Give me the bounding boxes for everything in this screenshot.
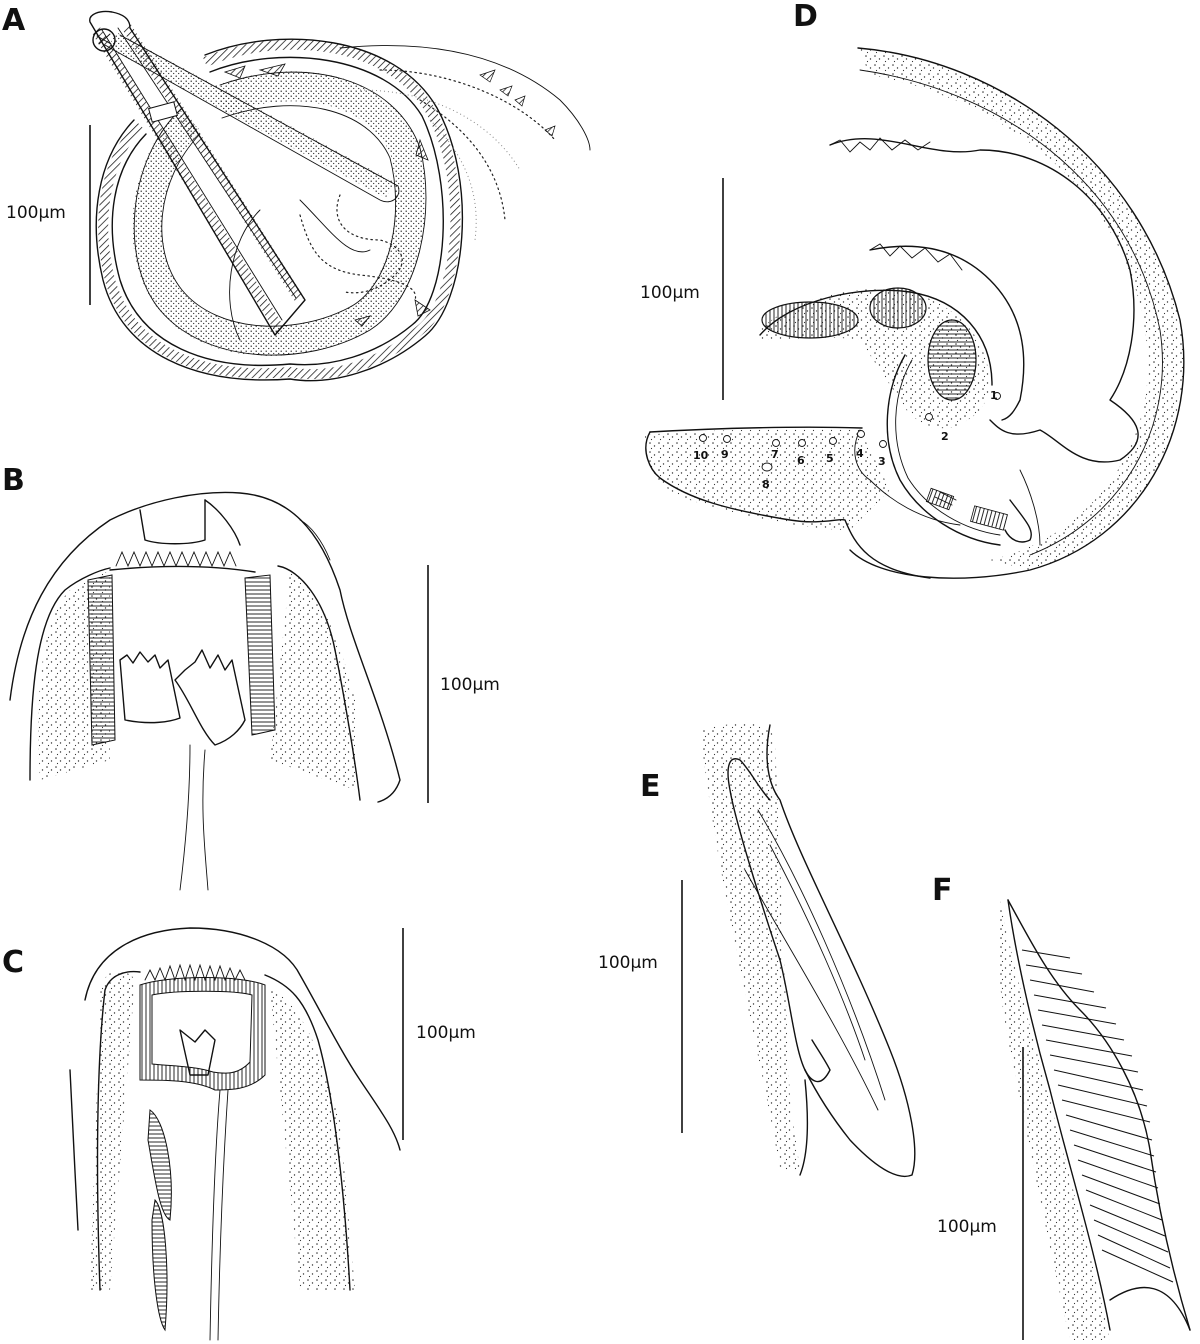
scale-label-b: 100μm [440, 675, 500, 695]
papilla-number: 8 [762, 478, 770, 491]
papilla-number: 1 [990, 389, 998, 402]
head-lateral-view [69, 927, 401, 1341]
worm-posterior-tail [339, 45, 591, 241]
scale-label-a: 100μm [6, 203, 66, 223]
panel-a: A 100μm [2, 3, 591, 382]
panel-letter-e: E [640, 769, 661, 804]
worm-coiled-body [95, 38, 464, 382]
scale-label-d: 100μm [640, 283, 700, 303]
panel-letter-b: B [2, 463, 25, 498]
papilla-number: 3 [878, 455, 886, 468]
spicule-tip [700, 723, 916, 1177]
papilla-number: 4 [856, 447, 864, 460]
panel-letter-c: C [2, 945, 24, 980]
panel-c: C 100μm [2, 927, 476, 1341]
scale-label-c: 100μm [416, 1023, 476, 1043]
worm-anterior-end [89, 10, 431, 336]
panel-letter-a: A [2, 3, 26, 38]
papilla-number: 10 [693, 449, 709, 462]
papillae [699, 392, 1001, 472]
papilla-number: 7 [771, 448, 779, 461]
scale-label-f: 100μm [937, 1217, 997, 1237]
papilla-number: 2 [941, 430, 949, 443]
panel-d: D 100μm [640, 0, 1185, 579]
scale-label-e: 100μm [598, 953, 658, 973]
panel-letter-f: F [932, 873, 953, 908]
panel-b: B 100μm [2, 463, 500, 891]
papilla-number: 5 [826, 452, 834, 465]
papilla-number: 9 [721, 448, 729, 461]
panel-e: E 100μm [598, 723, 916, 1177]
head-frontal-view [9, 491, 401, 891]
panel-letter-d: D [793, 0, 818, 34]
papilla-number: 6 [797, 454, 805, 467]
panel-f: F 100μm [932, 873, 1191, 1340]
male-bursa: 1 2 3 4 5 6 7 8 9 10 [645, 47, 1185, 579]
gubernaculum [998, 899, 1191, 1340]
